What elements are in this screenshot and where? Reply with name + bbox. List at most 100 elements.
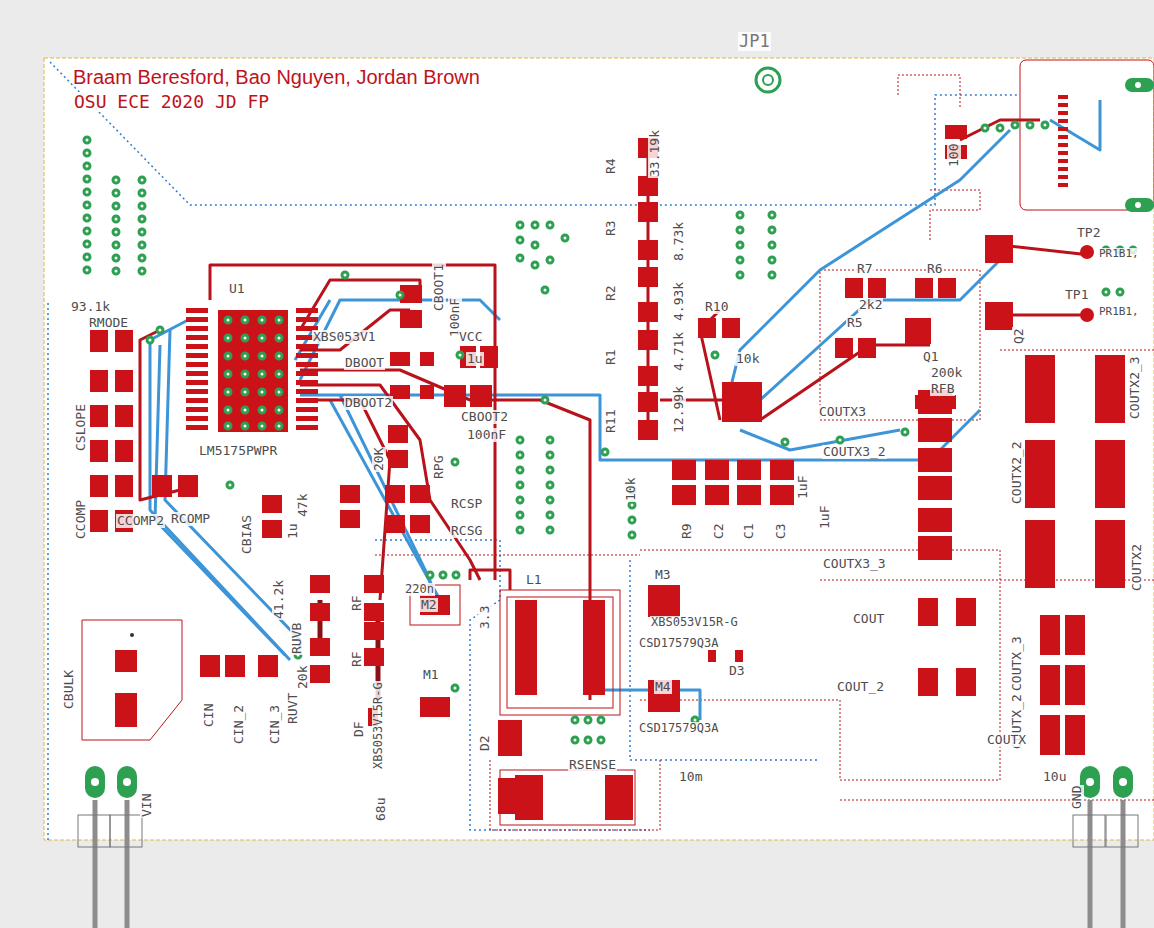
pcb-art xyxy=(90,440,108,462)
silkscreen-label: 10k xyxy=(624,477,638,502)
pcb-art xyxy=(648,680,680,712)
pcb-art xyxy=(705,485,729,505)
pcb-art xyxy=(139,229,145,235)
pcb-art xyxy=(1040,615,1060,655)
pcb-art xyxy=(110,815,142,847)
pcb-art xyxy=(956,668,976,696)
pcb-art xyxy=(225,423,231,429)
pcb-art xyxy=(296,344,318,349)
silkscreen-label: 68u xyxy=(374,797,388,822)
silkscreen-label: 1u xyxy=(286,522,300,540)
pcb-art xyxy=(1106,815,1138,847)
silkscreen-label: DBOOT2 xyxy=(344,396,393,410)
pcb-art xyxy=(186,380,208,385)
pcb-art xyxy=(517,527,523,533)
pcb-art xyxy=(375,75,1154,830)
pcb-art xyxy=(1050,100,1100,150)
pcb-art xyxy=(737,272,743,278)
pcb-art xyxy=(517,237,523,243)
silkscreen-label: CBIAS xyxy=(240,514,254,555)
silkscreen-label: RF xyxy=(350,650,364,668)
pcb-art xyxy=(1135,202,1141,208)
pcb-art xyxy=(115,330,133,352)
pcb-art xyxy=(139,216,145,222)
pcb-art xyxy=(84,150,90,156)
pcb-art xyxy=(444,385,466,407)
pcb-art xyxy=(898,75,960,108)
silkscreen-label: DF xyxy=(352,720,366,738)
pcb-art xyxy=(737,257,743,263)
pcb-art xyxy=(598,737,604,743)
pcb-art xyxy=(532,262,538,268)
silkscreen-label: CSD17579Q3A xyxy=(638,722,719,735)
pcb-art xyxy=(770,485,794,505)
silkscreen-label: U1 xyxy=(228,282,246,296)
pcb-art xyxy=(385,515,405,533)
pcb-art xyxy=(638,366,658,386)
pcb-art xyxy=(457,352,463,358)
pcb-art xyxy=(1065,665,1085,705)
pcb-art xyxy=(157,327,163,333)
silkscreen-label: CIN xyxy=(202,703,216,728)
pcb-art xyxy=(225,407,231,413)
pcb-art xyxy=(113,229,119,235)
pcb-art xyxy=(300,370,590,700)
silkscreen-label: 12.99k xyxy=(672,385,686,434)
pcb-art xyxy=(225,317,231,323)
pcb-art xyxy=(85,766,105,798)
pcb-art xyxy=(1119,778,1127,786)
pcb-art xyxy=(123,778,131,786)
silkscreen-label: R6 xyxy=(926,262,944,276)
pcb-art xyxy=(178,475,198,497)
pcb-art xyxy=(440,572,446,578)
pcb-art xyxy=(515,775,543,820)
pcb-art xyxy=(722,382,762,422)
pcb-art xyxy=(638,240,658,260)
pcb-art xyxy=(115,650,137,672)
pcb-art xyxy=(1065,715,1085,755)
pcb-art xyxy=(276,423,282,429)
silkscreen-label: RF xyxy=(350,594,364,612)
silkscreen-label: 1uF xyxy=(818,505,832,530)
pcb-art xyxy=(186,398,208,403)
pcb-art xyxy=(78,815,110,847)
silkscreen-label: CCOMP xyxy=(74,499,88,540)
silkscreen-label: CSD17579Q3A xyxy=(638,637,719,650)
silkscreen-label: 93.1k xyxy=(70,300,111,314)
silkscreen-label: 1u xyxy=(466,352,484,366)
pcb-art xyxy=(572,717,578,723)
pcb-art xyxy=(242,389,248,395)
pcb-art xyxy=(276,407,282,413)
pcb-art xyxy=(1000,350,1154,351)
pcb-art xyxy=(90,475,108,497)
pcb-art xyxy=(259,371,265,377)
silkscreen-label: M2 xyxy=(420,598,438,612)
pcb-art xyxy=(1058,151,1068,155)
pcb-art xyxy=(130,633,134,637)
pcb-art xyxy=(78,815,1138,847)
pcb-art xyxy=(139,190,145,196)
pcb-art xyxy=(629,502,635,508)
silkscreen-label: COUTX3 xyxy=(818,405,867,419)
silkscreen-label: C3 xyxy=(774,522,788,540)
pcb-art xyxy=(1025,440,1055,508)
silkscreen-label: 20k xyxy=(296,665,310,690)
pcb-art xyxy=(47,300,49,840)
pcb-art xyxy=(997,125,1003,131)
pcb-art xyxy=(385,485,405,503)
silkscreen-label: RUVT xyxy=(286,692,300,725)
pcb-art xyxy=(296,362,318,367)
silkscreen-label: L1 xyxy=(525,573,543,587)
pcb-art xyxy=(763,75,773,85)
pcb-art xyxy=(44,58,1154,840)
pcb-art xyxy=(225,335,231,341)
pcb-art xyxy=(470,570,510,590)
pcb-art xyxy=(500,590,620,715)
pcb-art xyxy=(340,510,360,528)
pcb-art xyxy=(1058,111,1068,115)
pcb-art xyxy=(708,650,716,662)
pcb-art xyxy=(500,770,635,825)
pcb-art xyxy=(938,278,956,298)
pcb-art xyxy=(507,597,613,708)
pcb-art xyxy=(296,389,318,394)
